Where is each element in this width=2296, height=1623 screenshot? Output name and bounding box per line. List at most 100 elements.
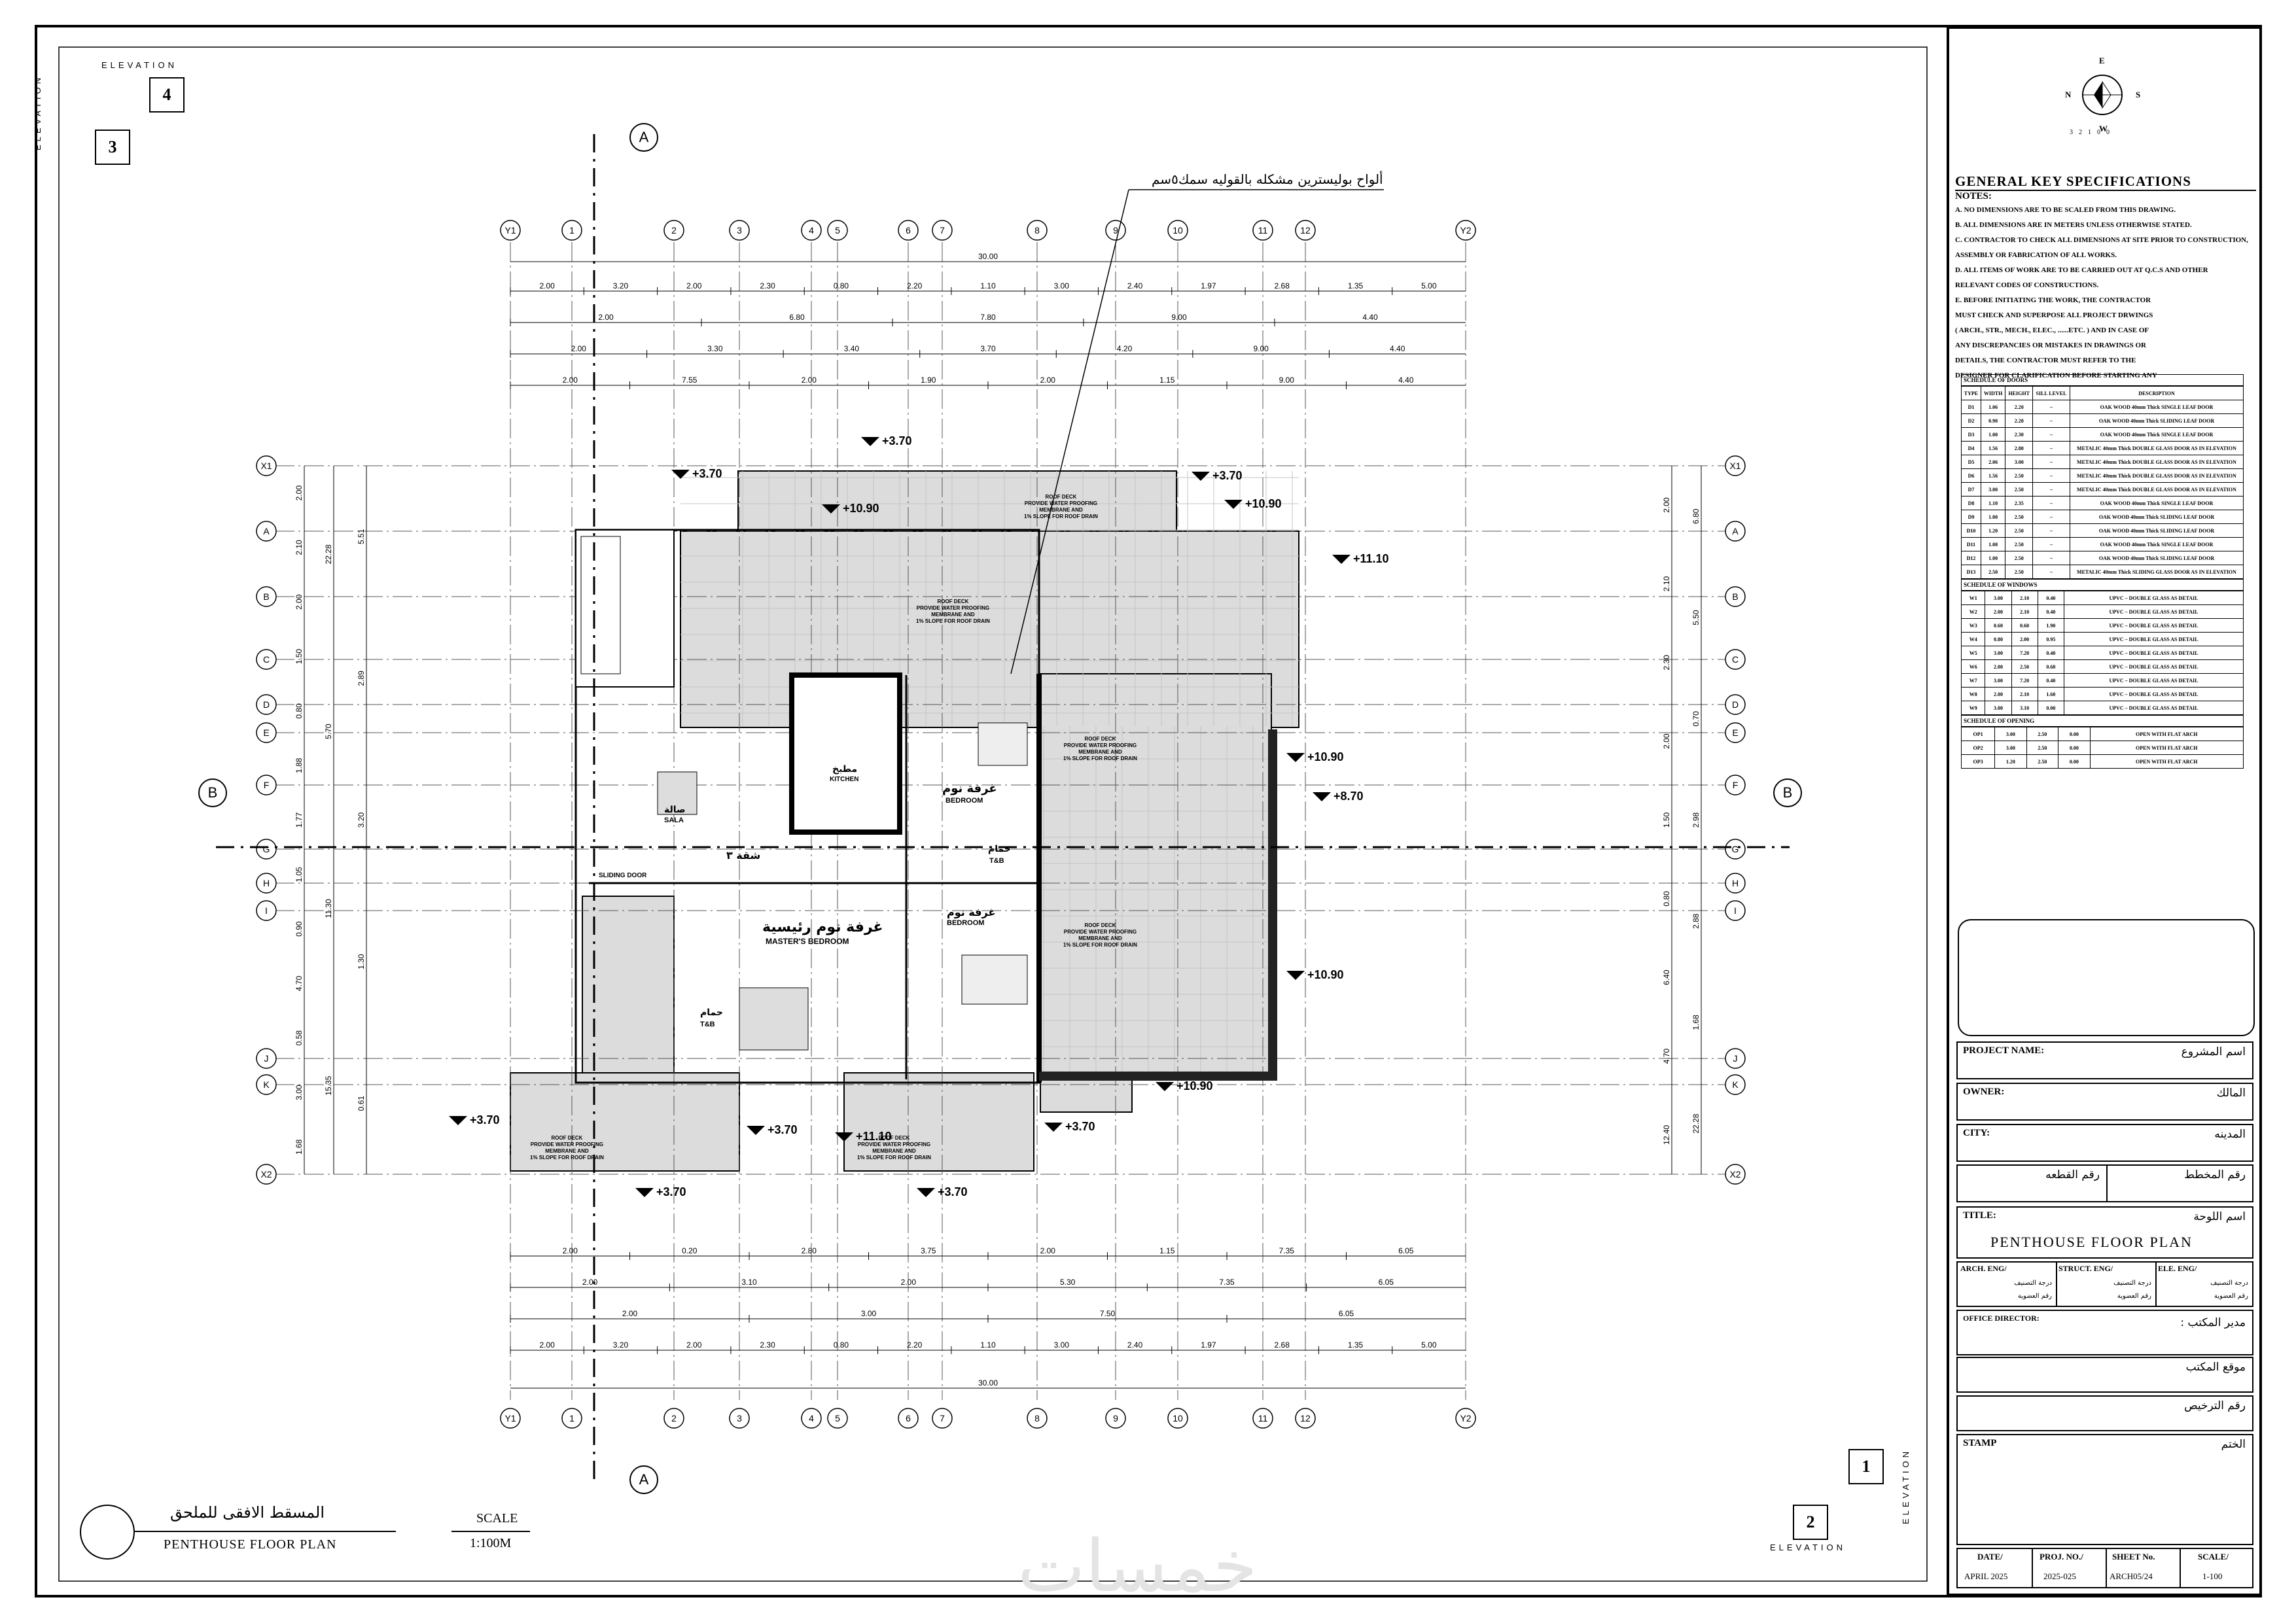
roof-area-5 <box>843 1072 1034 1172</box>
top-dim-row-0-text-2: 2.00 <box>686 281 702 290</box>
elevation-label-3: ELEVATION <box>33 74 43 150</box>
top-dim-row-1-text-3: 9.00 <box>1171 313 1187 322</box>
level-marker-1 <box>671 470 690 479</box>
grid-bubble-left-A-label: A <box>263 526 270 536</box>
table-cell: – <box>2032 427 2070 442</box>
table-cell: UPVC – DOUBLE GLASS AS DETAIL <box>2063 632 2244 646</box>
table-cell: OP2 <box>1960 741 1996 755</box>
table-cell: W6 <box>1960 659 1986 674</box>
top-dim-row-0-text-0: 2.00 <box>539 281 555 290</box>
table-cell: – <box>2032 510 2070 524</box>
left-dims-c-text-2: 3.20 <box>357 812 366 828</box>
bottom-dim-row-3-text-6: 1.10 <box>980 1340 996 1350</box>
right-dims-a-text-1: 2.10 <box>1662 576 1671 591</box>
grid-bubble-bottom-5-label: 5 <box>835 1413 840 1423</box>
table-cell: METALIC 40mm Thick DOUBLE GLASS DOOR AS … <box>2069 468 2244 483</box>
roof-parapet <box>1039 729 1277 1081</box>
top-dim-row-1-text-0: 2.00 <box>598 313 614 322</box>
left-dims-c-text-3: 1.30 <box>357 954 366 969</box>
table-cell: 3.00 <box>1985 701 2012 715</box>
level-text-7: +8.70 <box>1333 790 1364 803</box>
table-cell: 1.00 <box>1980 537 2006 551</box>
left-dims-a-text-3: 1.50 <box>294 649 304 665</box>
grid-bubble-top-7-label: 7 <box>940 225 945 236</box>
table-cell: OPEN WITH FLAT ARCH <box>2089 727 2244 741</box>
bottom-dim-row-1-text-1: 3.10 <box>741 1278 757 1287</box>
level-text-10: +3.70 <box>470 1113 500 1126</box>
top-dim-row-3-text-2: 2.00 <box>802 375 817 385</box>
table-cell: – <box>2032 551 2070 565</box>
grid-bubble-top-5 <box>827 220 848 241</box>
table-cell: 1.20 <box>1980 523 2006 538</box>
compass-w: W <box>2099 124 2108 133</box>
table-cell: OAK WOOD 40mm Thick SINGLE LEAF DOOR <box>2069 427 2244 442</box>
grid-bubble-top-1-label: 1 <box>569 225 574 236</box>
table-cell: METALIC 40mm Thick SLIDING GLASS DOOR AS… <box>2069 565 2244 579</box>
grid-bubble-right-J-label: J <box>1733 1053 1738 1064</box>
grid-bubble-bottom-2 <box>663 1408 684 1429</box>
level-text-5: +11.10 <box>1353 552 1389 565</box>
left-dims-b-text-0: 22.28 <box>324 544 333 564</box>
elevation-label-4: ELEVATION <box>101 60 178 70</box>
grid-bubble-right-A-label: A <box>1732 526 1739 536</box>
room-tb1-en: T&B <box>989 857 1004 865</box>
grid-bubble-right-X2-label: X2 <box>1729 1169 1740 1179</box>
top-dim-row-0-text-6: 1.10 <box>980 281 996 290</box>
grid-bubble-top-11 <box>1252 220 1273 241</box>
top-dim-row-0-text-7: 3.00 <box>1054 281 1070 290</box>
table-cell: 2.35 <box>2005 496 2034 510</box>
overall-dim-bottom: 30.00 <box>978 1378 998 1387</box>
table-cell: 3.10 <box>2011 701 2038 715</box>
table-cell: 1.00 <box>1980 427 2006 442</box>
grid-bubble-bottom-Y2-label: Y2 <box>1460 1413 1471 1423</box>
table-cell: OAK WOOD 40mm Thick SLIDING LEAF DOOR <box>2069 510 2244 524</box>
grid-bubble-top-Y1-label: Y1 <box>504 225 516 236</box>
left-dims-a-text-9: 4.70 <box>294 975 304 991</box>
grid-bubble-top-8 <box>1027 220 1048 241</box>
grid-bubble-bottom-3-label: 3 <box>737 1413 742 1423</box>
right-dims-a-text-5: 0.80 <box>1662 891 1671 907</box>
title-block-frame <box>1947 26 2262 1596</box>
table-cell: OAK WOOD 40mm Thick SINGLE LEAF DOOR <box>2069 400 2244 414</box>
grid-bubble-right-F-label: F <box>1733 780 1739 790</box>
grid-bubble-top-10-label: 10 <box>1173 225 1183 236</box>
bottom-dim-row-3-text-2: 2.00 <box>686 1340 702 1350</box>
grid-bubble-left-H-label: H <box>263 878 270 888</box>
room-tb2-en: T&B <box>700 1021 715 1028</box>
table-cell: 1.10 <box>1980 496 2006 510</box>
top-dim-row-0-text-11: 1.35 <box>1348 281 1364 290</box>
table-cell: OAK WOOD 40mm Thick SINGLE LEAF DOOR <box>2069 496 2244 510</box>
grid-bubble-bottom-8 <box>1027 1408 1048 1429</box>
table-cell: 0.00 <box>2058 727 2091 741</box>
grid-bubble-left-F-label: F <box>264 780 270 790</box>
windows-heading: SCHEDULE OF WINDOWS <box>1961 579 2244 591</box>
bottom-dim-row-2-text-2: 7.50 <box>1100 1309 1116 1318</box>
grid-bubble-bottom-2-label: 2 <box>671 1413 677 1423</box>
grid-bubble-right-X1-label: X1 <box>1729 461 1740 471</box>
grid-bubble-right-G-label: G <box>1732 844 1739 854</box>
grid-bubble-right-F <box>1725 775 1746 795</box>
table-cell: 1.56 <box>1980 468 2006 483</box>
table-cell: UPVC – DOUBLE GLASS AS DETAIL <box>2063 591 2244 605</box>
grid-bubble-left-X1 <box>256 455 277 476</box>
left-dims-a-text-5: 1.88 <box>294 758 304 773</box>
elevation-label-1: ELEVATION <box>1901 1448 1911 1524</box>
table-cell: 0.40 <box>2037 604 2064 619</box>
table-cell: W4 <box>1960 632 1986 646</box>
bottom-dim-row-0-text-5: 1.15 <box>1159 1246 1175 1255</box>
top-dim-row-3-text-0: 2.00 <box>563 375 578 385</box>
grid-bubble-top-3-label: 3 <box>737 225 742 236</box>
table-cell: 0.00 <box>2058 741 2091 755</box>
level-marker-2 <box>1192 472 1210 481</box>
table-cell: UPVC – DOUBLE GLASS AS DETAIL <box>2063 701 2244 715</box>
top-dim-row-2-text-1: 3.30 <box>707 344 723 353</box>
table-cell: OP3 <box>1960 754 1996 769</box>
elevation-marker-2: 2 <box>1793 1505 1828 1540</box>
